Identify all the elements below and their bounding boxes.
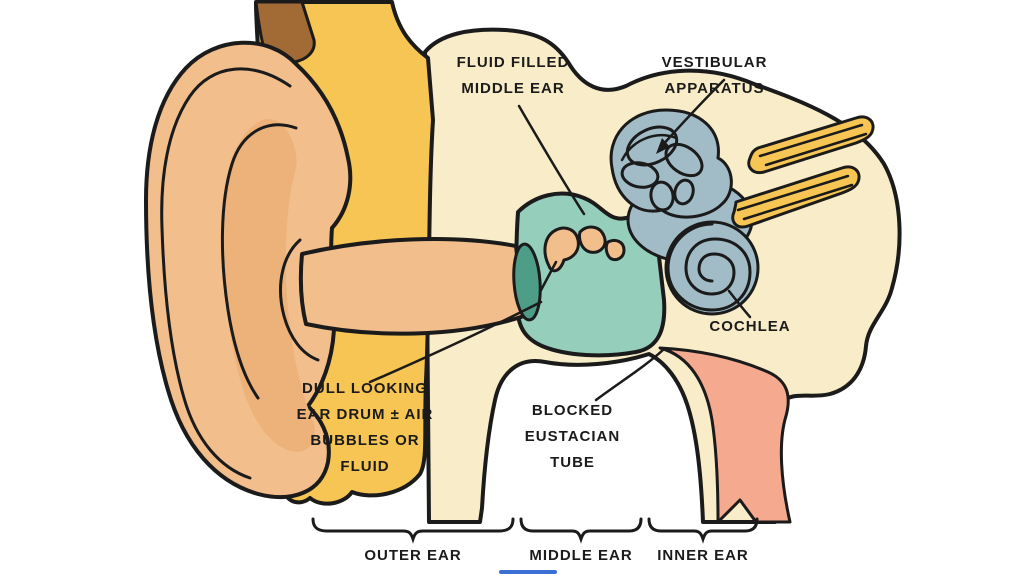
blocked-tube-label: BLOCKED EUSTACIAN TUBE — [515, 398, 630, 476]
leader-line-fluid-filled — [517, 104, 586, 216]
fluid-filled-line2: MIDDLE EAR — [461, 80, 565, 97]
eustachian-tube — [658, 346, 792, 524]
leader-line-vestibular — [658, 78, 726, 150]
fluid-filled-label: FLUID FILLED MIDDLE EAR — [438, 50, 588, 102]
blocked-line2: EUSTACIAN — [524, 428, 621, 445]
pinna-ridge-concha — [279, 238, 320, 362]
leader-line-blocked-tube — [594, 347, 666, 402]
vestibular-arrowhead — [656, 138, 670, 154]
region-label-middle-ear: MIDDLE EAR — [529, 547, 633, 564]
pinna-ridge-antihelix — [220, 123, 298, 400]
malleus-handle — [538, 260, 558, 294]
ossicle-malleus — [543, 226, 580, 273]
dull-eardrum-label: DULL LOOKING EAR DRUM ± AIR BUBBLES OR F… — [290, 376, 440, 480]
nerve-stripe-line — [736, 174, 850, 212]
leader-line-cochlea — [727, 289, 752, 319]
vestibular-sac — [673, 178, 695, 206]
bracket-outer-ear — [311, 517, 515, 544]
blocked-line1: BLOCKED — [531, 402, 614, 419]
cochlea-label: COCHLEA — [709, 318, 791, 335]
ear-canal — [298, 237, 526, 336]
dull-line3: BUBBLES OR FLUID — [310, 432, 420, 475]
cochlea-spiral — [666, 222, 752, 312]
dull-line1: DULL LOOKING — [302, 380, 428, 397]
pinna-inner-shading — [222, 118, 316, 453]
semicircular-canal-loop — [620, 161, 660, 189]
leader-line-dull-eardrum — [368, 300, 543, 384]
ossicle-stapes — [604, 238, 626, 262]
vestibular-sac — [649, 180, 675, 212]
bracket-inner-ear — [647, 517, 759, 544]
semicircular-canal-loop — [625, 125, 679, 167]
ossicle-incus — [578, 225, 607, 254]
blocked-line3: TUBE — [550, 454, 595, 471]
semicircular-canal-loop — [664, 142, 704, 178]
fluid-filled-line1: FLUID FILLED — [456, 54, 570, 71]
pinna-ridge-helix — [160, 67, 292, 480]
bottom-blue-mark — [499, 570, 557, 574]
ear-drum — [512, 242, 542, 322]
dull-line2: EAR DRUM ± AIR — [296, 406, 434, 423]
nerve-stripe-line — [764, 132, 868, 167]
region-label-outer-ear: OUTER EAR — [364, 547, 462, 564]
nerve-stripe-line — [758, 123, 864, 158]
vestibular-label: VESTIBULAR APPARATUS — [661, 54, 768, 97]
region-label-inner-ear: INNER EAR — [657, 547, 749, 564]
cochlea — [664, 220, 760, 316]
nerve-stripe-line — [742, 183, 854, 221]
bracket-middle-ear — [519, 517, 643, 544]
